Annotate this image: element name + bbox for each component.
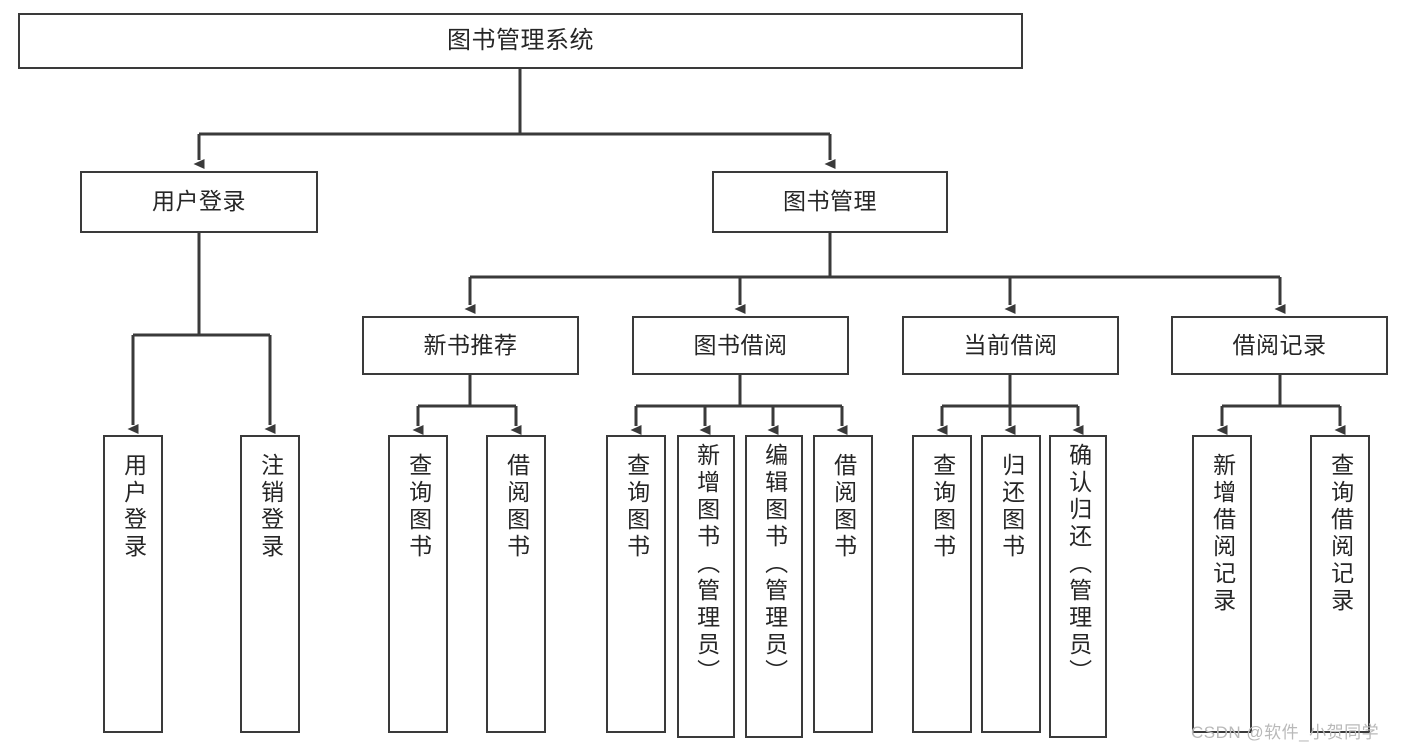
node-label: 新增图书（管理员）: [693, 443, 720, 686]
node-label: 借阅图书: [503, 453, 530, 561]
node-label: 借阅图书: [830, 453, 857, 561]
node-label: 查询图书: [929, 453, 956, 561]
leaf-borrow-edit-book-admin[interactable]: 编辑图书（管理员）: [745, 435, 803, 738]
leaf-current-return-book[interactable]: 归还图书: [981, 435, 1041, 733]
node-root-system[interactable]: 图书管理系统: [18, 13, 1023, 69]
leaf-current-confirm-return-admin[interactable]: 确认归还（管理员）: [1049, 435, 1107, 738]
csdn-watermark: CSDN @软件_小贺同学: [1191, 723, 1380, 742]
leaf-records-add-record[interactable]: 新增借阅记录: [1192, 435, 1252, 733]
node-label: 注销登录: [257, 453, 284, 561]
node-label: 当前借阅: [963, 331, 1058, 358]
node-label: 确认归还（管理员）: [1065, 443, 1092, 686]
leaf-borrow-query-book[interactable]: 查询图书: [606, 435, 666, 733]
node-label: 借阅记录: [1232, 331, 1327, 358]
leaf-recommend-query-book[interactable]: 查询图书: [388, 435, 448, 733]
node-label: 图书管理: [783, 188, 877, 215]
node-borrow-records[interactable]: 借阅记录: [1171, 316, 1388, 375]
node-user-login[interactable]: 用户登录: [80, 171, 318, 233]
leaf-borrow-borrow-book[interactable]: 借阅图书: [813, 435, 873, 733]
node-label: 用户登录: [152, 188, 246, 215]
node-label: 用户登录: [120, 453, 147, 561]
node-new-book-recommend[interactable]: 新书推荐: [362, 316, 579, 375]
node-label: 查询图书: [623, 453, 650, 561]
node-label: 编辑图书（管理员）: [761, 443, 788, 686]
leaf-user-login-signin[interactable]: 用户登录: [103, 435, 163, 733]
leaf-recommend-borrow-book[interactable]: 借阅图书: [486, 435, 546, 733]
node-label: 归还图书: [998, 453, 1025, 561]
node-book-management[interactable]: 图书管理: [712, 171, 948, 233]
leaf-records-query-record[interactable]: 查询借阅记录: [1310, 435, 1370, 733]
node-label: 图书借阅: [693, 331, 788, 358]
node-label: 新增借阅记录: [1209, 453, 1236, 615]
node-current-borrow[interactable]: 当前借阅: [902, 316, 1119, 375]
node-book-borrow[interactable]: 图书借阅: [632, 316, 849, 375]
leaf-user-login-signout[interactable]: 注销登录: [240, 435, 300, 733]
leaf-borrow-add-book-admin[interactable]: 新增图书（管理员）: [677, 435, 735, 738]
node-label: 新书推荐: [423, 331, 518, 358]
leaf-current-query-book[interactable]: 查询图书: [912, 435, 972, 733]
node-label: 查询图书: [405, 453, 432, 561]
node-label: 图书管理系统: [447, 26, 594, 54]
node-label: 查询借阅记录: [1327, 453, 1354, 615]
